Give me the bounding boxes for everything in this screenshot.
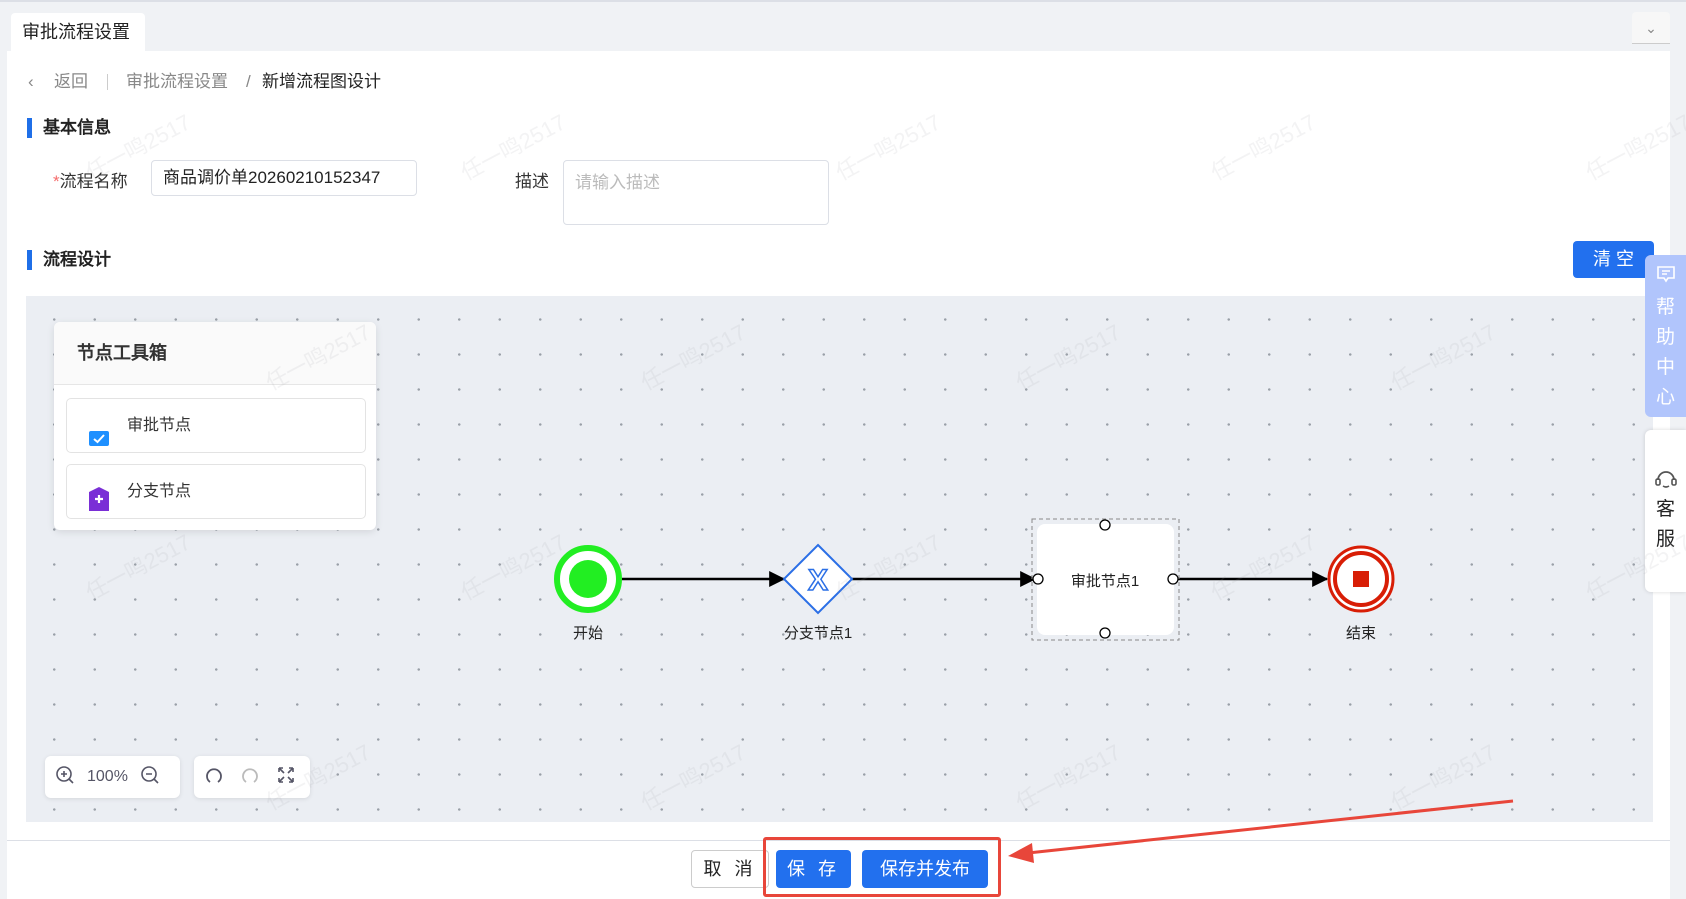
start-node-label: 开始 (572, 625, 603, 642)
chevron-down-icon: ⌄ (1645, 20, 1657, 36)
annotation-highlight-box (763, 837, 1001, 897)
back-link[interactable]: 返回 (54, 72, 88, 91)
name-label: 流程名称 (59, 172, 128, 191)
cancel-button[interactable]: 取 消 (691, 850, 769, 888)
history-controls (194, 756, 310, 798)
flow-name-input[interactable]: 商品调价单20260210152347 (151, 160, 417, 196)
redo-icon[interactable] (240, 765, 260, 790)
service-text: 客 (1655, 499, 1675, 520)
tabs-dropdown-button[interactable]: ⌄ (1632, 12, 1670, 44)
top-border (0, 0, 1686, 2)
section-marker (27, 118, 32, 138)
desc-label: 描述 (515, 172, 549, 191)
toolbox-item-label: 审批节点 (127, 417, 192, 434)
service-text: 服 (1655, 529, 1675, 550)
description-textarea[interactable]: 请输入描述 (563, 160, 829, 225)
message-icon (1645, 263, 1686, 293)
help-text: 帮 (1655, 297, 1675, 318)
end-node (1327, 545, 1395, 613)
node-toolbox: 节点工具箱 审批节点 分支节点 (54, 322, 376, 530)
end-node-label: 结束 (1345, 625, 1376, 642)
approval-node (1031, 518, 1180, 641)
section-marker (27, 250, 32, 270)
section-title-design: 流程设计 (43, 250, 111, 269)
help-text: 助 (1655, 327, 1675, 348)
customer-service-button[interactable]: 客 服 (1645, 430, 1686, 592)
clear-button[interactable]: 清 空 (1573, 241, 1654, 278)
help-text: 中 (1655, 357, 1675, 378)
shield-plus-icon (89, 480, 109, 533)
zoom-level: 100% (87, 768, 128, 785)
gateway-node: X (782, 543, 854, 615)
undo-icon[interactable] (204, 765, 224, 790)
help-text: 心 (1655, 387, 1675, 408)
save-button[interactable]: 保 存 (776, 850, 851, 888)
required-mark: * (53, 172, 60, 191)
tab-approval-settings[interactable]: 审批流程设置 (11, 13, 145, 51)
flow-diagram: X (554, 518, 1395, 641)
gateway-x-icon: X (808, 564, 828, 597)
fit-screen-icon[interactable] (276, 765, 296, 790)
breadcrumb-separator: / (246, 72, 251, 91)
toolbox-title: 节点工具箱 (54, 322, 376, 385)
zoom-controls: 100% (45, 756, 180, 798)
breadcrumb-current: 新增流程图设计 (262, 72, 381, 91)
back-chevron-icon[interactable]: ‹ (28, 72, 34, 91)
section-title-basic: 基本信息 (43, 118, 111, 137)
breadcrumb-divider (107, 74, 108, 90)
zoom-out-icon[interactable] (140, 765, 160, 790)
zoom-in-icon[interactable] (55, 765, 75, 790)
toolbox-item-label: 分支节点 (127, 483, 192, 500)
breadcrumb-parent[interactable]: 审批流程设置 (126, 72, 228, 91)
toolbox-item-branch[interactable]: 分支节点 (66, 464, 366, 519)
save-and-publish-button[interactable]: 保存并发布 (862, 850, 988, 888)
start-node (554, 545, 622, 613)
approval-node-label[interactable]: 审批节点1 (1070, 573, 1140, 590)
headset-icon (1645, 468, 1686, 495)
gateway-node-label: 分支节点1 (783, 625, 853, 642)
help-center-button[interactable]: 帮 助 中 心 (1645, 255, 1686, 417)
checkbox-icon (89, 416, 109, 469)
footer-divider (7, 840, 1670, 841)
toolbox-item-approval[interactable]: 审批节点 (66, 398, 366, 453)
